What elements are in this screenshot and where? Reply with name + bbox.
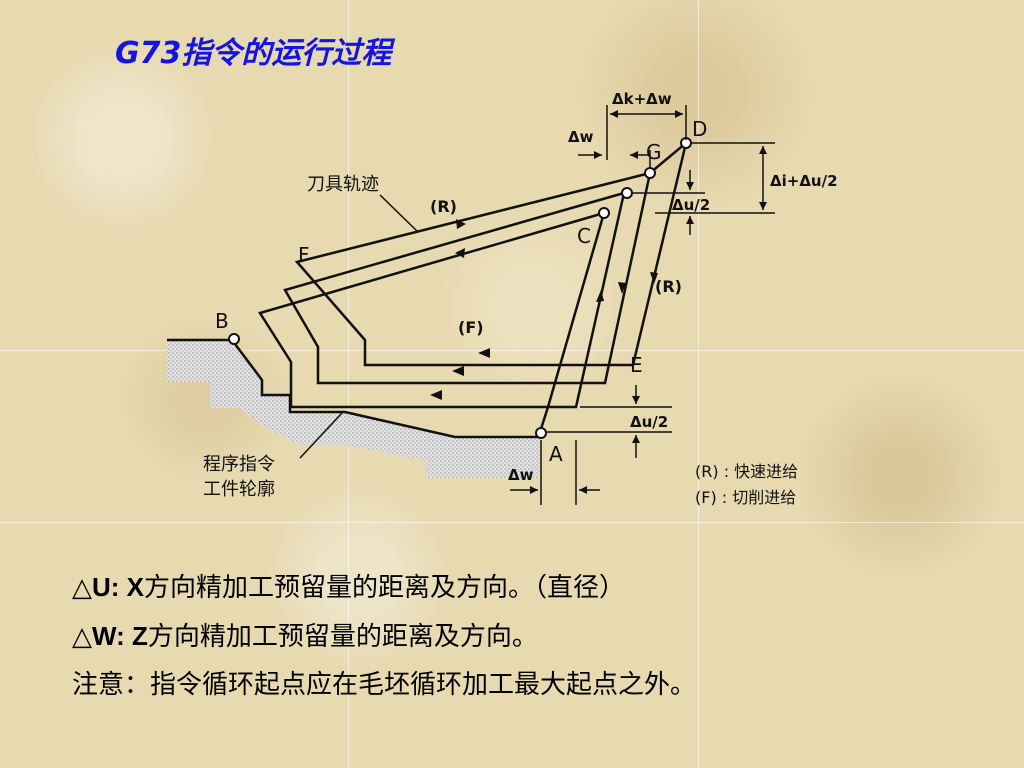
tool-path-label: 刀具轨迹 [307, 174, 379, 195]
g73-diagram: D G C F B E A 刀具轨迹 (R) (R) (F) Δk+Δw Δw … [167, 90, 838, 507]
arrow-rapid [650, 272, 658, 284]
rapid-label: (R) [655, 277, 682, 296]
point-mid [621, 187, 633, 199]
note-attention: 注意：指令循环起点应在毛坯循环加工最大起点之外。 [72, 661, 696, 709]
note-text: 方向精加工预留量的距离及方向。 [147, 622, 538, 652]
grid-line [0, 522, 1024, 523]
point-a-label: A [549, 442, 563, 466]
program-label-2: 工件轮廓 [203, 479, 275, 500]
arrow-rapid [455, 248, 465, 258]
dim-du2-bottom: Δu/2 [630, 413, 668, 431]
note-text: 注意：指令循环起点应在毛坯循环加工最大起点之外。 [72, 670, 697, 700]
point-f-label: F [298, 243, 310, 267]
dim-di-du2: Δi+Δu/2 [770, 172, 838, 190]
note-key: W: Z [92, 621, 148, 651]
feed-label: (F) [458, 318, 484, 337]
triangle-symbol: △ [72, 573, 92, 603]
point-b [228, 333, 240, 345]
dim-du2-top: Δu/2 [672, 196, 710, 214]
arrow-feed [478, 348, 490, 358]
tool-path-1 [294, 142, 688, 367]
legend-rapid: (R) : 快速进给 [695, 462, 798, 481]
notes-block: △U: X方向精加工预留量的距离及方向。（直径） △W: Z方向精加工预留量的距… [72, 563, 696, 709]
point-d-label: D [692, 117, 707, 141]
tool-path-4 [538, 212, 606, 433]
tool-path-3 [258, 192, 626, 409]
note-text: 方向精加工预留量的距离及方向。（直径） [144, 573, 626, 603]
grid-line [698, 0, 699, 768]
rapid-label: (R) [430, 197, 457, 216]
legend-feed: (F) : 切削进给 [695, 488, 796, 507]
note-key: U: X [92, 572, 144, 602]
point-c-label: C [577, 224, 591, 248]
workpiece-profile [167, 340, 540, 478]
point-a [535, 427, 547, 439]
dim-dw-top: Δw [568, 128, 594, 146]
grid-line [0, 350, 1024, 351]
point-c [598, 207, 610, 219]
tool-path-2 [283, 172, 652, 385]
dim-dw-bottom: Δw [508, 466, 534, 484]
program-label-1: 程序指令 [203, 454, 275, 475]
arrow-feed [430, 390, 442, 400]
point-g-label: G [646, 140, 662, 164]
arrow-rapid [456, 219, 466, 229]
dim-dk-dw: Δk+Δw [612, 90, 672, 108]
note-w: △W: Z方向精加工预留量的距离及方向。 [72, 612, 696, 661]
note-u: △U: X方向精加工预留量的距离及方向。（直径） [72, 563, 696, 612]
arrow-feed [452, 366, 464, 376]
point-g [644, 167, 656, 179]
arrow-rapid [618, 282, 626, 294]
point-b-label: B [215, 309, 229, 333]
arrow-rapid [596, 290, 604, 302]
triangle-symbol: △ [72, 622, 92, 652]
slide-title: G73指令的运行过程 [115, 36, 392, 71]
point-e-label: E [630, 353, 643, 377]
